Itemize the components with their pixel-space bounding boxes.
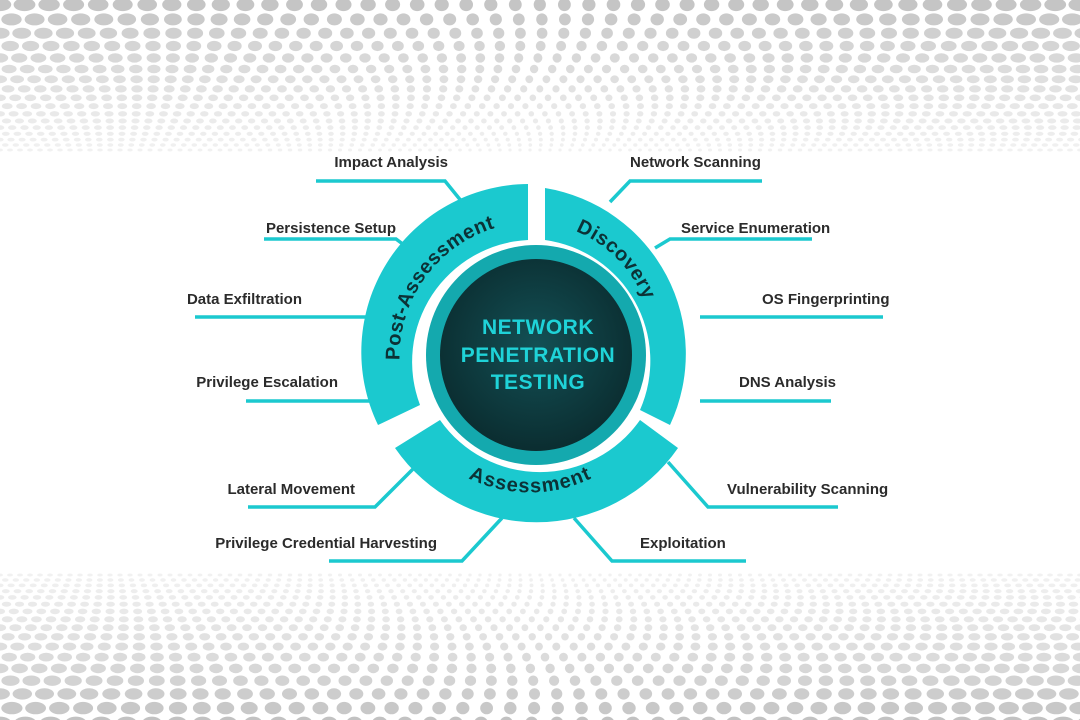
step-data-exfiltration: Data Exfiltration — [187, 291, 302, 308]
step-persistence-setup: Persistence Setup — [266, 220, 396, 237]
step-privilege-escalation: Privilege Escalation — [196, 374, 338, 391]
center-title-line-2: PENETRATION — [461, 344, 615, 367]
core-circle — [440, 259, 632, 451]
step-exploitation: Exploitation — [640, 535, 726, 552]
connector-network-scanning — [608, 179, 762, 204]
connector-lateral-movement — [248, 466, 416, 509]
phase-ring — [361, 184, 686, 523]
center-title: NETWORK PENETRATION TESTING — [461, 316, 615, 394]
step-service-enumeration: Service Enumeration — [681, 220, 830, 237]
connector-impact-analysis — [316, 179, 464, 204]
connector-persistence-setup — [264, 237, 410, 250]
step-os-fingerprinting: OS Fingerprinting — [762, 291, 890, 308]
connector-lines — [195, 179, 883, 563]
connector-exploitation — [572, 516, 746, 563]
step-privilege-credential-harvesting: Privilege Credential Harvesting — [215, 535, 437, 552]
center-title-line-1: NETWORK — [482, 316, 594, 339]
step-vulnerability-scanning: Vulnerability Scanning — [727, 481, 888, 498]
connector-vulnerability-scanning — [666, 460, 838, 509]
connector-privilege-credential-harvesting — [329, 516, 504, 563]
post-assessment-segment[interactable] — [361, 184, 528, 425]
discovery-segment[interactable] — [545, 188, 686, 425]
connector-service-enumeration — [654, 237, 812, 250]
step-impact-analysis: Impact Analysis — [334, 154, 448, 171]
step-labels: Network Scanning Service Enumeration OS … — [187, 154, 890, 552]
center-title-line-3: TESTING — [491, 371, 586, 394]
step-dns-analysis: DNS Analysis — [739, 374, 836, 391]
step-network-scanning: Network Scanning — [630, 154, 761, 171]
step-lateral-movement: Lateral Movement — [227, 481, 355, 498]
assessment-segment[interactable] — [395, 420, 678, 523]
